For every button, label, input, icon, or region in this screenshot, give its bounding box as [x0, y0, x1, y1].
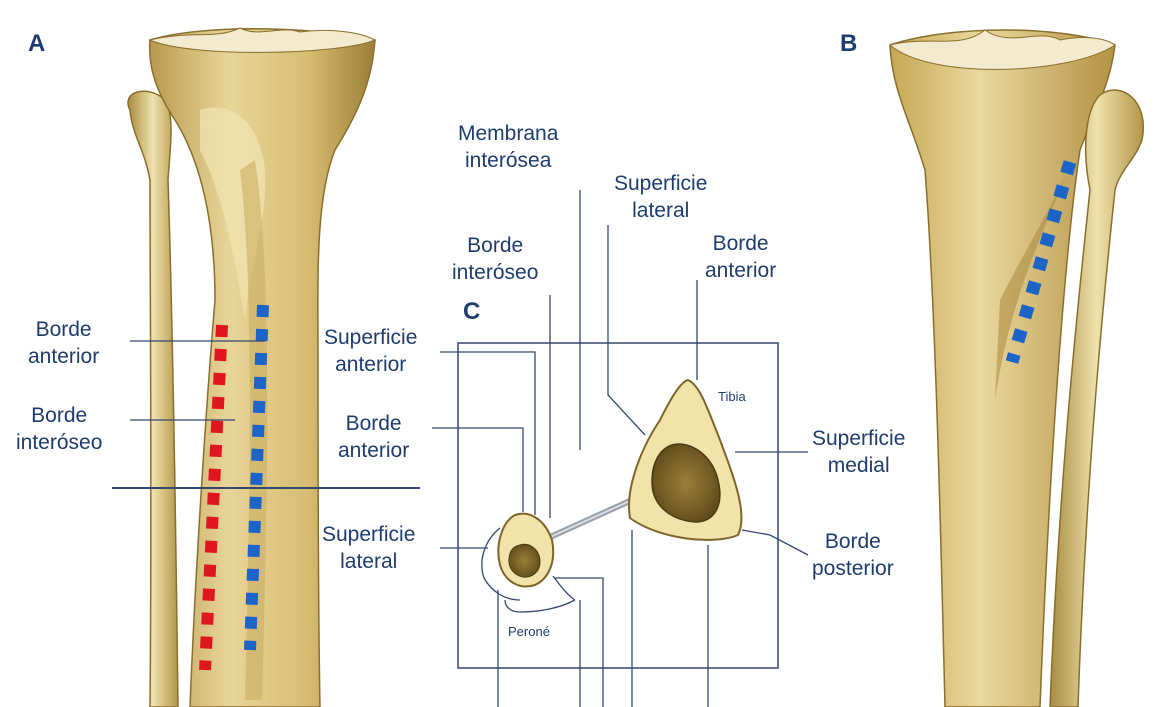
fibula-compartment-2: [504, 599, 576, 613]
fibula-a: [127, 90, 179, 707]
panel-a-bones: [127, 27, 377, 707]
panel-a-markers: [199, 304, 269, 671]
label-perone: Peroné: [508, 624, 550, 639]
panel-label-a: A: [28, 30, 46, 57]
tibia-marrow: [651, 443, 721, 523]
blue-dotted-line-a: [244, 304, 269, 651]
fibula-b: [1049, 89, 1145, 707]
fibula-marrow: [508, 543, 541, 578]
tibia-a-plateau: [148, 27, 377, 53]
section-leaders: [432, 190, 809, 707]
panel-a-leaders: [130, 340, 265, 421]
fibula-compartment: [481, 527, 576, 601]
label-tibia: Tibia: [718, 389, 746, 404]
panel-c: [432, 190, 809, 707]
section-frame: [457, 342, 779, 669]
panel-b-bones: [888, 29, 1145, 707]
tibia-b-ridge: [995, 170, 1068, 400]
blue-dotted-line-b: [1005, 160, 1077, 364]
panel-label-c: C: [463, 298, 481, 325]
tibia-b-plateau: [888, 29, 1116, 70]
red-dotted-line: [199, 324, 228, 671]
membrane-strand-light: [547, 499, 633, 539]
panel-label-b: B: [840, 30, 858, 57]
